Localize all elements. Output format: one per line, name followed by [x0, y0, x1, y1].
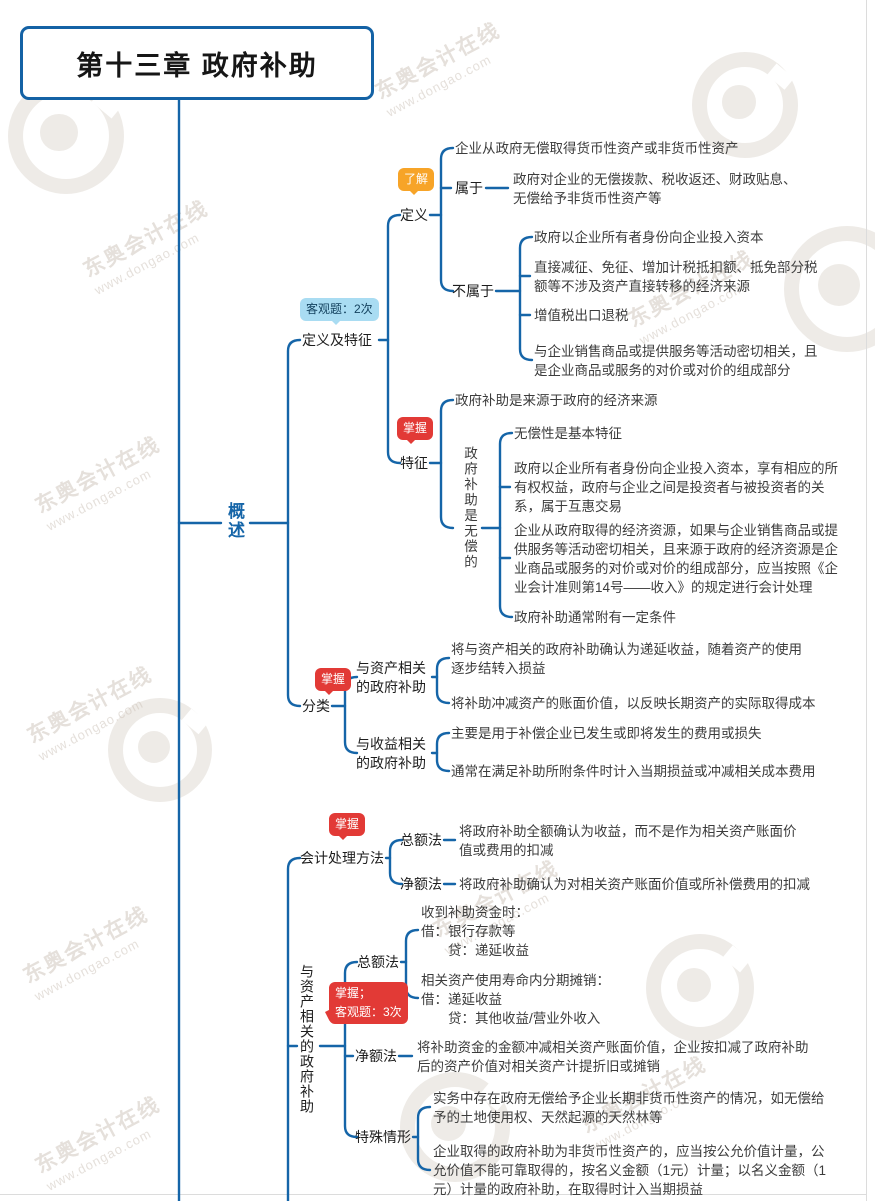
- leaf-belongs-desc: 政府对企业的无偿拨款、税收返还、财政贴息、无偿给予非货币性资产等: [513, 172, 797, 206]
- node-classification: 分类: [302, 698, 330, 714]
- page-right-edge: [866, 0, 867, 1201]
- node-asset-related-branch: 与资产相关的政府补助: [299, 964, 315, 1114]
- bubble-tail: [323, 689, 335, 701]
- leaf-special-item: 实务中存在政府无偿给予企业长期非货币性资产的情况，如无偿给予的土地使用权、天然起…: [433, 1091, 825, 1125]
- leaf-net-entry-desc: 将补助资金的金额冲减相关资产账面价值，企业按扣减了政府补助后的资产价值对相关资产…: [417, 1040, 809, 1074]
- node-features: 特征: [400, 455, 428, 471]
- badge-understand: 了解: [398, 168, 435, 195]
- node-net-method-entries: 净额法: [355, 1048, 397, 1064]
- bubble-tail: [337, 834, 349, 846]
- node-income-related: 与收益相关 的政府补助: [356, 736, 426, 771]
- leaf-asset-item: 将与资产相关的政府补助确认为递延收益，随着资产的使用逐步结转入损益: [451, 642, 802, 676]
- node-belongs: 属于: [455, 180, 483, 196]
- leaf-not-belongs-item: 与企业销售商品或提供服务等活动密切相关，且是企业商品或服务的对价或对价的组成部分: [534, 344, 818, 378]
- node-accounting-method: 会计处理方法: [300, 850, 384, 866]
- node-special-cases: 特殊情形: [355, 1129, 411, 1145]
- badge-master: 掌握: [397, 417, 434, 444]
- leaf-gross-entry: 相关资产使用寿命内分期摊销： 借：递延收益 贷：其他收益/营业外收入: [421, 973, 610, 1026]
- node-not-belongs: 不属于: [452, 283, 494, 299]
- leaf-not-belongs-item: 增值税出口退税: [534, 308, 629, 323]
- bubble-tail: [330, 319, 342, 331]
- leaf-not-belongs-item: 政府以企业所有者身份向企业投入资本: [534, 230, 764, 245]
- leaf-free-item: 无偿性是基本特征: [514, 426, 622, 441]
- bubble-tail: [408, 189, 420, 201]
- leaf-free-item: 政府以企业所有者身份向企业投入资本，享有相应的所有权权益，政府与企业之间是投资者…: [514, 461, 838, 514]
- leaf-free-item: 企业从政府取得的经济资源，如果与企业销售商品或提供服务等活动密切相关，且来源于政…: [514, 523, 838, 595]
- leaf-income-item: 主要是用于补偿企业已发生或即将发生的费用或损失: [451, 726, 762, 741]
- page-bottom-edge: [0, 1194, 867, 1195]
- chapter-title: 第十三章 政府补助: [20, 26, 374, 100]
- node-asset-related: 与资产相关 的政府补助: [356, 660, 426, 695]
- node-gross-method-entries: 总额法: [357, 954, 399, 970]
- badge-master-objective-3: 掌握； 客观题：3次: [316, 982, 408, 1024]
- leaf-definition-desc: 企业从政府无偿取得货币性资产或非货币性资产: [455, 141, 739, 156]
- badge-master: 掌握: [329, 813, 366, 840]
- node-subsidy-is-free: 政府补助是无偿的: [462, 446, 477, 570]
- leaf-feature-source: 政府补助是来源于政府的经济来源: [455, 393, 658, 408]
- node-definition: 定义: [400, 207, 428, 223]
- leaf-gross-entry: 收到补助资金时： 借：银行存款等 贷：递延收益: [421, 905, 529, 958]
- leaf-not-belongs-item: 直接减征、免征、增加计税抵扣额、抵免部分税额等不涉及资产直接转移的经济来源: [534, 260, 818, 294]
- badge-objective-2: 客观题：2次: [300, 298, 379, 325]
- node-gross-method: 总额法: [400, 832, 442, 848]
- leaf-asset-item: 将补助冲减资产的账面价值，以反映长期资产的实际取得成本: [451, 696, 816, 711]
- badge-master: 掌握: [315, 668, 352, 695]
- node-overview: 概述: [225, 502, 244, 540]
- leaf-gross-method-desc: 将政府补助全额确认为收益，而不是作为相关资产账面价值或费用的扣减: [459, 824, 797, 858]
- leaf-income-item: 通常在满足补助所附条件时计入当期损益或冲减相关成本费用: [451, 764, 816, 779]
- leaf-special-item: 企业取得的政府补助为非货币性资产的，应当按公允价值计量，公允价值不能可靠取得的，…: [433, 1144, 827, 1197]
- node-net-method: 净额法: [400, 876, 442, 892]
- leaf-net-method-desc: 将政府补助确认为对相关资产账面价值或所补偿费用的扣减: [459, 877, 810, 892]
- leaf-free-item: 政府补助通常附有一定条件: [514, 610, 676, 625]
- bubble-tail: [405, 438, 417, 450]
- node-definition-and-features: 定义及特征: [302, 332, 372, 348]
